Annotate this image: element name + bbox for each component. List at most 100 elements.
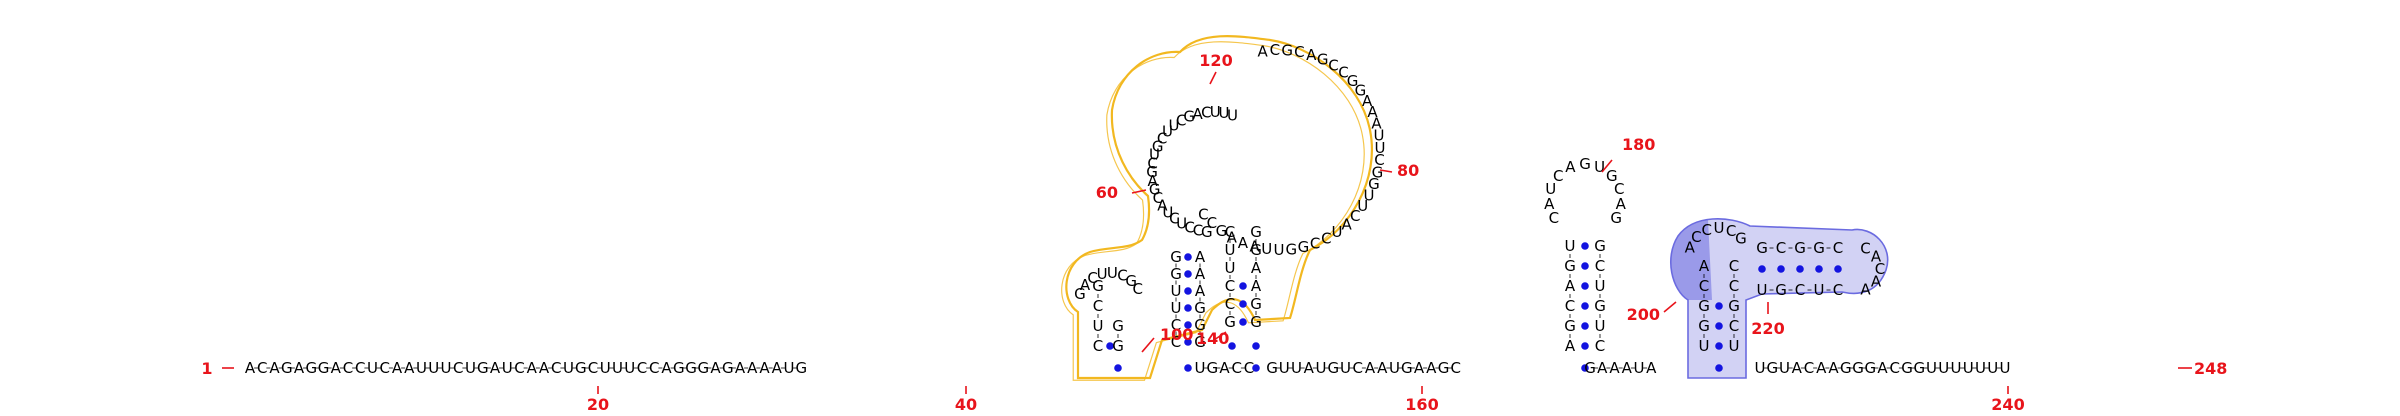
baseline-nucleotide: U <box>465 359 476 377</box>
stem-nucleotide: G <box>1594 237 1606 255</box>
baseline-nucleotide: G <box>318 359 330 377</box>
base-pair-layer <box>1106 242 1842 372</box>
baseline-nucleotide: G <box>795 359 807 377</box>
base-pair-dot <box>1581 242 1589 250</box>
base-pair-dot <box>1715 342 1723 350</box>
baseline-nucleotide: A <box>1816 359 1827 377</box>
loop-nucleotide: C <box>1294 43 1304 61</box>
baseline-nucleotide: C <box>1244 359 1254 377</box>
loop-nucleotide: U <box>1149 146 1160 164</box>
end-label: 248 <box>2194 359 2227 378</box>
baseline-nucleotide: U <box>1779 359 1790 377</box>
baseline-nucleotide: C <box>355 359 365 377</box>
position-number: 80 <box>1397 161 1419 180</box>
stem-nucleotide: C <box>1565 297 1575 315</box>
base-pair-dot <box>1239 282 1247 290</box>
loop-nucleotide: G <box>1152 137 1164 155</box>
position-number: 40 <box>955 395 977 414</box>
loop-nucleotide: C <box>1117 267 1127 285</box>
loop-nucleotide: G <box>1606 167 1618 185</box>
stem-nucleotide: C <box>1225 277 1235 295</box>
loop-nucleotide: C <box>1169 210 1179 228</box>
baseline-nucleotide: G <box>1913 359 1925 377</box>
number-tick <box>1141 337 1155 353</box>
baseline-nucleotide: A <box>661 359 672 377</box>
baseline-nucleotide: G <box>281 359 293 377</box>
stem-nucleotide: U <box>1729 337 1740 355</box>
stem-nucleotide: U <box>1595 317 1606 335</box>
stem-nucleotide: A <box>1195 248 1206 266</box>
loop-nucleotide: U <box>1373 127 1384 145</box>
baseline-nucleotide: C <box>1232 359 1242 377</box>
loop-nucleotide: U <box>1357 197 1368 215</box>
baseline-nucleotide: A <box>294 359 305 377</box>
stem-nucleotide: U <box>1225 259 1236 277</box>
loop-nucleotide: C <box>1176 111 1186 129</box>
stem-nucleotide: C <box>1595 257 1605 275</box>
loop-nucleotide: C <box>1198 205 1208 223</box>
base-pair-dot <box>1581 302 1589 310</box>
baseline-nucleotide: A <box>1877 359 1888 377</box>
base-pair-dot <box>1777 265 1785 273</box>
loop-nucleotide: C <box>1193 221 1203 239</box>
loop-nucleotide: C <box>1201 103 1211 121</box>
baseline-nucleotide: G <box>722 359 734 377</box>
loop-nucleotide: U <box>1162 204 1173 222</box>
loop-nucleotide: A <box>1238 234 1249 252</box>
loop-nucleotide: C <box>1350 207 1360 225</box>
baseline-nucleotide: G <box>1901 359 1913 377</box>
baseline-nucleotide: G <box>1327 359 1339 377</box>
loop-nucleotide: U <box>1107 264 1118 282</box>
base-pair-dot <box>1758 265 1766 273</box>
loop-nucleotide: A <box>1616 195 1627 213</box>
baseline-nucleotide: G <box>1206 359 1218 377</box>
baseline-nucleotide: U <box>784 359 795 377</box>
loop-nucleotide: G <box>1610 209 1622 227</box>
baseline-nucleotide: C <box>514 359 524 377</box>
loop-nucleotide: A <box>1860 281 1871 299</box>
base-pair-dot <box>1581 364 1589 372</box>
position-number: 240 <box>1991 395 2024 414</box>
loop-nucleotide: G <box>1183 108 1195 126</box>
loop-nucleotide: C <box>1207 214 1217 232</box>
loop-nucleotide: A <box>1565 158 1576 176</box>
base-pair-dot <box>1834 265 1842 273</box>
loop-nucleotide: C <box>1691 228 1701 246</box>
loop-nucleotide: U <box>1261 240 1272 258</box>
stem-nucleotide: C <box>1833 239 1843 257</box>
position-number: 120 <box>1199 51 1232 70</box>
loop-nucleotide: A <box>1227 229 1238 247</box>
number-tick <box>1379 169 1393 173</box>
baseline-nucleotide: U <box>1926 359 1937 377</box>
base-pair-dot <box>1239 318 1247 326</box>
baseline-nucleotide: C <box>257 359 267 377</box>
baseline-nucleotide: U <box>1195 359 1206 377</box>
baseline-nucleotide: A <box>404 359 415 377</box>
loop-nucleotide: A <box>1192 105 1203 123</box>
stem-nucleotide: G <box>1698 317 1710 335</box>
stem-nucleotide: G <box>1112 337 1124 355</box>
stem-nucleotide: C <box>1776 239 1786 257</box>
loop-nucleotide: G <box>1149 181 1161 199</box>
loop-nucleotide: A <box>1080 276 1091 294</box>
baseline-nucleotide: U <box>416 359 427 377</box>
loop-nucleotide: G <box>1368 175 1380 193</box>
baseline-nucleotide: U <box>1963 359 1974 377</box>
baseline-nucleotide: A <box>759 359 770 377</box>
start-label: 1 <box>201 359 212 378</box>
stem-nucleotide: C <box>1729 257 1739 275</box>
number-tick <box>1663 301 1677 313</box>
baseline-nucleotide: G <box>477 359 489 377</box>
baseline-nucleotide: A <box>1377 359 1388 377</box>
stem-nucleotide: U <box>1699 337 1710 355</box>
stem-nucleotide: C <box>1699 277 1709 295</box>
stem-nucleotide: U <box>1171 299 1182 317</box>
backbone-layer <box>254 239 2001 369</box>
baseline-nucleotide: U <box>1938 359 1949 377</box>
baseline-nucleotide: U <box>367 359 378 377</box>
number-tick <box>1131 189 1147 194</box>
loop-nucleotide: A <box>1148 172 1159 190</box>
baseline-nucleotide: C <box>380 359 390 377</box>
